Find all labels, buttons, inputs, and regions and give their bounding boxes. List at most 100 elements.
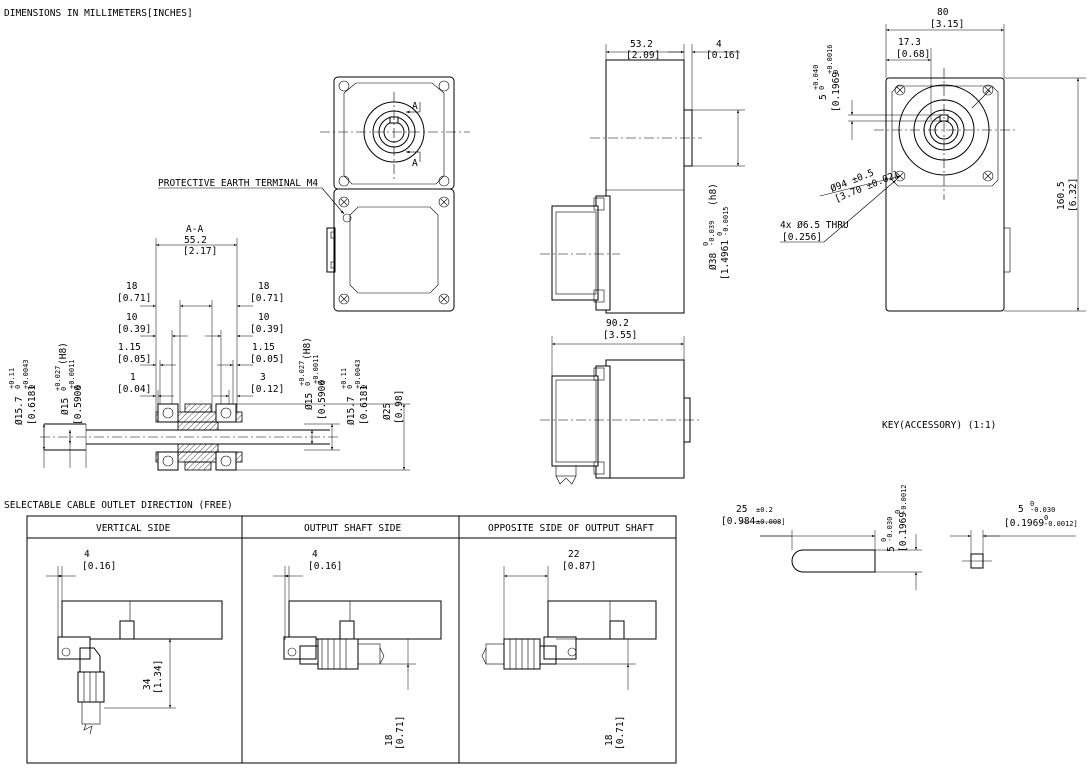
svg-text:0: 0 bbox=[74, 385, 82, 389]
right-view: 80 [3.15] 17.3 [0.68] 5 +0.040 0 [0.1969… bbox=[780, 7, 1086, 312]
svg-text:+0.040: +0.040 bbox=[812, 65, 820, 90]
dim-55-2: 55.2 bbox=[184, 235, 207, 246]
mount-holes: 4x Ø6.5 THRU bbox=[780, 220, 849, 231]
svg-text:0: 0 bbox=[1044, 514, 1048, 522]
left-dia-15-7: Ø15.7 bbox=[14, 396, 25, 425]
svg-text:0: 0 bbox=[60, 387, 68, 391]
svg-text:0: 0 bbox=[702, 242, 710, 246]
units-note: DIMENSIONS IN MILLIMETERS[INCHES] bbox=[4, 8, 193, 19]
svg-text:0: 0 bbox=[832, 70, 840, 74]
dia-38: Ø38 bbox=[708, 253, 719, 270]
dim-10-left: 10 bbox=[126, 312, 138, 323]
key-width-in: [0.1969 bbox=[1004, 518, 1044, 529]
cable-table-title: SELECTABLE CABLE OUTLET DIRECTION (FREE) bbox=[4, 500, 233, 511]
svg-text:±0.008]: ±0.008] bbox=[756, 518, 786, 526]
svg-text:±0.2: ±0.2 bbox=[756, 506, 773, 514]
svg-text:0: 0 bbox=[716, 232, 724, 236]
side-view-top: 53.2 [2.09] 4 [0.16] Ø38 0 -0.039 (h8) [… bbox=[540, 39, 745, 314]
dim-4-in: [0.16] bbox=[706, 50, 740, 61]
output-dim-top-in: [0.16] bbox=[308, 561, 342, 572]
dim-5-in: [0.1969 bbox=[831, 72, 842, 112]
cable-output-shaft-side: 4 [0.16] 18 [0.71] bbox=[273, 549, 442, 750]
cable-outlet-table: SELECTABLE CABLE OUTLET DIRECTION (FREE)… bbox=[4, 500, 677, 764]
left-fit-h8: (H8) bbox=[58, 342, 69, 365]
dia-38-in: [1.4961 bbox=[720, 240, 731, 280]
dim-1-15-right-in: [0.05] bbox=[250, 354, 284, 365]
dim-90-2-in: [3.55] bbox=[603, 330, 637, 341]
svg-text:-0.0012: -0.0012 bbox=[900, 484, 908, 514]
svg-text:+0.11: +0.11 bbox=[8, 368, 16, 389]
svg-text:+0.0043: +0.0043 bbox=[354, 359, 362, 389]
svg-text:+0.027: +0.027 bbox=[298, 361, 306, 386]
right-dia-15-7-in: [0.6181 bbox=[359, 385, 370, 425]
vertical-dim-side-in: [1.34] bbox=[153, 660, 164, 694]
svg-text:-0.030: -0.030 bbox=[886, 517, 894, 542]
opposite-dim-side: 18 bbox=[604, 734, 615, 746]
col-header-opposite: OPPOSITE SIDE OF OUTPUT SHAFT bbox=[488, 523, 654, 534]
svg-text:0: 0 bbox=[1030, 500, 1034, 508]
dim-10-right: 10 bbox=[258, 312, 270, 323]
vertical-dim-top: 4 bbox=[84, 549, 90, 560]
dim-10-left-in: [0.39] bbox=[117, 324, 151, 335]
left-dia-15-7-in: [0.6181 bbox=[27, 385, 38, 425]
svg-text:0: 0 bbox=[304, 382, 312, 386]
svg-text:0: 0 bbox=[346, 385, 354, 389]
svg-text:0: 0 bbox=[880, 538, 888, 542]
front-view: A A PROTECTIVE EARTH TERMINAL M4 bbox=[158, 76, 470, 312]
svg-text:-0.0012]: -0.0012] bbox=[1044, 520, 1078, 528]
opposite-dim-top: 22 bbox=[568, 549, 579, 560]
opposite-dim-side-in: [0.71] bbox=[615, 716, 626, 750]
dim-17-3-in: [0.68] bbox=[896, 49, 930, 60]
dim-18-right-in: [0.71] bbox=[250, 293, 284, 304]
svg-text:0: 0 bbox=[28, 385, 36, 389]
col-header-vertical: VERTICAL SIDE bbox=[96, 523, 171, 534]
left-dia-15-in: [0.5906 bbox=[73, 385, 84, 425]
svg-text:0: 0 bbox=[360, 385, 368, 389]
dim-90-2: 90.2 bbox=[606, 318, 629, 329]
svg-text:-0.030: -0.030 bbox=[1030, 506, 1055, 514]
svg-text:+0.0011: +0.0011 bbox=[68, 359, 76, 389]
side-view-bottom: 90.2 [3.55] bbox=[540, 318, 700, 485]
output-dim-side: 18 bbox=[384, 734, 395, 746]
right-dia-15-in: [0.5906 bbox=[317, 380, 328, 420]
dim-160-5-in: [6.32] bbox=[1068, 178, 1079, 212]
section-mark-bottom: A bbox=[412, 158, 418, 169]
right-dia-15: Ø15 bbox=[304, 393, 315, 410]
dim-17-3: 17.3 bbox=[898, 37, 921, 48]
mount-holes-in: [0.256] bbox=[782, 232, 822, 243]
svg-text:0: 0 bbox=[894, 510, 902, 514]
dim-55-2-in: [2.17] bbox=[183, 246, 217, 257]
svg-text:-0.0015: -0.0015 bbox=[722, 206, 730, 236]
dim-5: 5 bbox=[818, 94, 829, 100]
key-width: 5 bbox=[1018, 504, 1024, 515]
svg-text:+0.11: +0.11 bbox=[340, 368, 348, 389]
dim-80: 80 bbox=[937, 7, 949, 18]
section-mark-top: A bbox=[412, 101, 418, 112]
opposite-dim-top-in: [0.87] bbox=[562, 561, 596, 572]
earth-terminal-label: PROTECTIVE EARTH TERMINAL M4 bbox=[158, 178, 318, 189]
dim-3: 3 bbox=[260, 372, 266, 383]
dim-1-15-left: 1.15 bbox=[118, 342, 141, 353]
output-dim-side-in: [0.71] bbox=[395, 716, 406, 750]
svg-text:0: 0 bbox=[818, 86, 826, 90]
svg-text:+0.0043: +0.0043 bbox=[22, 359, 30, 389]
svg-text:+0.0016: +0.0016 bbox=[826, 44, 834, 74]
vertical-dim-side: 34 bbox=[142, 678, 153, 690]
dim-53-2-in: [2.09] bbox=[626, 50, 660, 61]
section-title: A-A bbox=[186, 224, 203, 235]
cable-vertical-side: 4 [0.16] 34 [1.34] bbox=[46, 549, 223, 735]
svg-text:-0.039: -0.039 bbox=[708, 221, 716, 246]
vertical-dim-top-in: [0.16] bbox=[82, 561, 116, 572]
cable-opposite-side: 22 [0.87] 18 [0.71] bbox=[481, 549, 657, 750]
dim-53-2: 53.2 bbox=[630, 39, 653, 50]
section-view: A-A 55.2 [2.17] 18 [0.71] bbox=[8, 224, 410, 471]
dim-4: 4 bbox=[716, 39, 722, 50]
output-dim-top: 4 bbox=[312, 549, 318, 560]
dim-10-right-in: [0.39] bbox=[250, 324, 284, 335]
col-header-output: OUTPUT SHAFT SIDE bbox=[304, 523, 402, 534]
dim-1: 1 bbox=[130, 372, 136, 383]
dim-80-in: [3.15] bbox=[930, 19, 964, 30]
key-length-in: [0.984 bbox=[721, 516, 756, 527]
left-dia-15: Ø15 bbox=[60, 398, 71, 415]
